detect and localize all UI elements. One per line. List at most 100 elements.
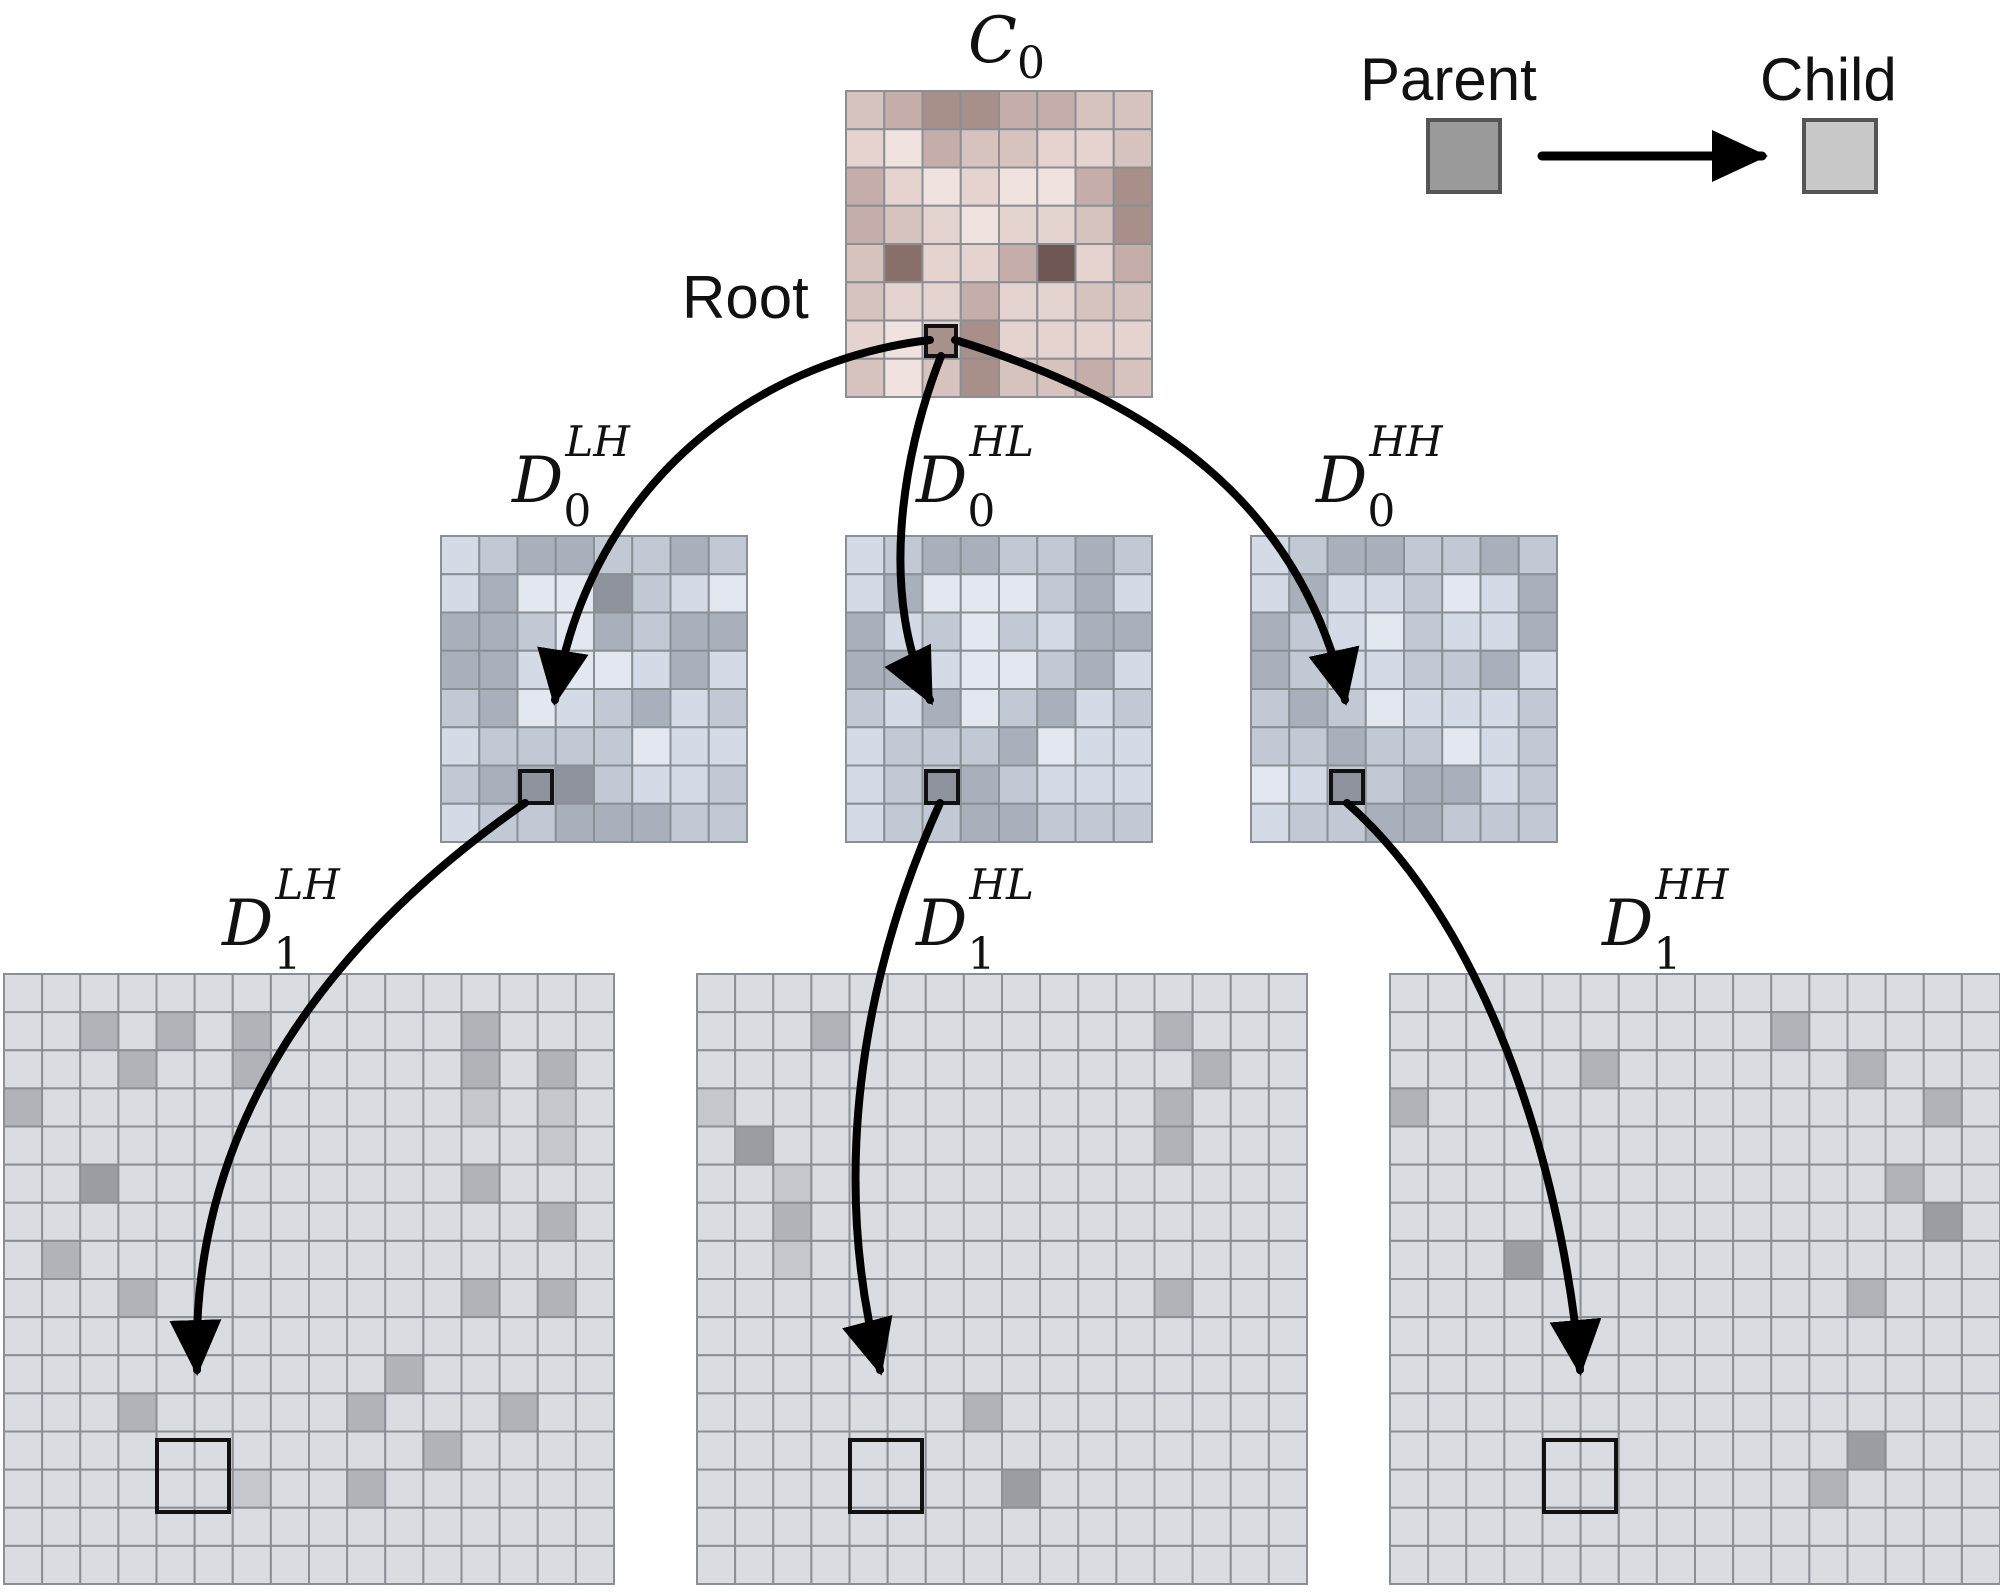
d1-hl-coefficient-cell xyxy=(696,973,737,1014)
d1-hl-coefficient-cell xyxy=(1001,1011,1042,1052)
d0-hl-coefficient-cell xyxy=(921,726,962,767)
d1-hl-coefficient-cell xyxy=(772,1087,813,1128)
d1-hl-coefficient-cell xyxy=(1115,1125,1156,1166)
d1-hh-coefficient-cell xyxy=(1655,1239,1697,1281)
d1-hh-coefficient-cell xyxy=(1770,1354,1811,1395)
d1-hh-child-block xyxy=(1542,1438,1618,1514)
c0-coefficient-cell xyxy=(998,243,1039,284)
d1-hl-coefficient-cell xyxy=(810,1239,851,1281)
d1-hl-coefficient-cell xyxy=(924,1087,965,1128)
d1-lh-coefficient-cell xyxy=(231,1011,272,1052)
d1-lh-coefficient-cell xyxy=(384,1506,425,1547)
d1-hl-coefficient-cell xyxy=(886,1278,927,1319)
d0-hh-coefficient-cell xyxy=(1479,535,1520,576)
d1-hl-coefficient-cell xyxy=(886,1544,927,1586)
d1-hl-coefficient-cell xyxy=(734,1278,775,1319)
d1-hl-coefficient-cell xyxy=(1191,1011,1232,1052)
d1-hl-coefficient-cell xyxy=(886,1392,927,1433)
d1-hh-coefficient-cell xyxy=(1427,1087,1468,1128)
d1-hl-coefficient-cell xyxy=(924,1163,965,1204)
d0-hh-coefficient-cell xyxy=(1441,649,1482,690)
d1-hh-coefficient-cell xyxy=(1617,1430,1658,1471)
d1-lh-coefficient-cell xyxy=(3,1354,44,1395)
d1-lh-coefficient-cell xyxy=(155,1049,196,1090)
d1-hl-coefficient-cell xyxy=(1153,1544,1194,1586)
d1-lh-coefficient-cell xyxy=(574,1239,616,1281)
d1-hl-coefficient-cell xyxy=(1153,1125,1194,1166)
d1-lh-coefficient-cell xyxy=(460,1201,501,1242)
d1-lh-coefficient-cell xyxy=(117,1049,158,1090)
d0-hl-coefficient-cell xyxy=(921,611,962,652)
d1-hl-coefficient-cell xyxy=(1229,1392,1270,1433)
d1-lh-coefficient-cell xyxy=(346,1544,387,1586)
d1-hh-coefficient-cell xyxy=(1503,1201,1544,1242)
d1-hh-coefficient-cell xyxy=(1503,1163,1544,1204)
d1-hh-coefficient-cell xyxy=(1922,1087,1963,1128)
d1-lh-coefficient-cell xyxy=(269,1239,311,1281)
d1-hh-coefficient-cell xyxy=(1427,1544,1468,1586)
d0-hl-coefficient-cell xyxy=(845,611,886,652)
d1-lh-coefficient-cell xyxy=(498,1506,539,1547)
d1-hl-coefficient-cell xyxy=(1077,1163,1118,1204)
d1-hh-coefficient-cell xyxy=(1884,1316,1925,1357)
d1-hl-coefficient-cell xyxy=(962,1087,1004,1128)
d1-hl-coefficient-cell xyxy=(1153,1316,1194,1357)
d1-hh-coefficient-cell xyxy=(1846,973,1887,1014)
d1-lh-coefficient-cell xyxy=(79,1201,120,1242)
d1-hh-coefficient-cell xyxy=(1694,1354,1735,1395)
d1-hl-coefficient-cell xyxy=(1267,1544,1309,1586)
d1-hl-coefficient-cell xyxy=(810,1201,851,1242)
d0-lh-coefficient-cell xyxy=(593,726,634,767)
d1-hh-coefficient-cell xyxy=(1427,1506,1468,1547)
d1-hh-coefficient-cell xyxy=(1770,1468,1811,1509)
d1-hh-coefficient-cell xyxy=(1579,1087,1620,1128)
label-d0-lh: D0LH xyxy=(511,417,631,537)
d1-lh-coefficient-cell xyxy=(384,1049,425,1090)
c0-coefficient-cell xyxy=(1036,204,1077,245)
d1-hl-coefficient-cell xyxy=(1001,973,1042,1014)
d1-hh-coefficient-cell xyxy=(1541,1544,1582,1586)
d1-hh-coefficient-cell xyxy=(1655,1468,1697,1509)
d1-hh-coefficient-cell xyxy=(1503,973,1544,1014)
d1-lh-coefficient-cell xyxy=(384,1392,425,1433)
d1-lh-coefficient-cell xyxy=(574,1049,616,1090)
d1-lh-coefficient-cell xyxy=(422,1163,463,1204)
d0-hh-coefficient-cell xyxy=(1479,802,1520,843)
d1-lh-coefficient-cell xyxy=(231,1278,272,1319)
d1-lh-coefficient-cell xyxy=(384,1087,425,1128)
d0-lh-coefficient-cell xyxy=(478,726,519,767)
d1-hl-coefficient-cell xyxy=(734,1354,775,1395)
d1-hl-coefficient-cell xyxy=(772,1316,813,1357)
label-d1-lh: D1LH xyxy=(221,860,341,980)
d0-hh-coefficient-cell xyxy=(1288,802,1329,843)
d1-hl-coefficient-cell xyxy=(1039,1392,1080,1433)
d1-hl-coefficient-cell xyxy=(886,1354,927,1395)
c0-coefficient-cell xyxy=(998,90,1039,131)
d1-hl-coefficient-cell xyxy=(1077,1201,1118,1242)
d1-hh-coefficient-cell xyxy=(1389,1163,1430,1204)
label-d0-hh: D0HH xyxy=(1315,417,1444,537)
d1-hh-coefficient-cell xyxy=(1465,1544,1506,1586)
d1-lh-coefficient-cell xyxy=(3,1278,44,1319)
d1-lh-coefficient-cell xyxy=(231,1354,272,1395)
d1-hl-coefficient-cell xyxy=(1267,1278,1309,1319)
d1-hh-coefficient-cell xyxy=(1389,973,1430,1014)
d1-lh-coefficient-cell xyxy=(117,1163,158,1204)
d1-hl-coefficient-cell xyxy=(1153,1163,1194,1204)
d1-hh-coefficient-cell xyxy=(1960,1201,2000,1242)
d1-hh-coefficient-cell xyxy=(1579,1430,1620,1471)
d1-hh-coefficient-cell xyxy=(1732,1049,1773,1090)
d1-hl-coefficient-cell xyxy=(734,1125,775,1166)
d1-lh-coefficient-cell xyxy=(422,973,463,1014)
d1-hh-coefficient-cell xyxy=(1617,1278,1658,1319)
d1-lh-coefficient-cell xyxy=(498,1430,539,1471)
d1-hl-coefficient-cell xyxy=(810,1544,851,1586)
d0-hh-coefficient-cell xyxy=(1517,688,1558,729)
d1-hl-coefficient-cell xyxy=(962,973,1004,1014)
d1-hl-coefficient-cell xyxy=(810,1468,851,1509)
d1-hh-coefficient-cell xyxy=(1579,1049,1620,1090)
d1-hl-coefficient-cell xyxy=(1267,1087,1309,1128)
d1-lh-coefficient-cell xyxy=(346,1392,387,1433)
d0-hl-coefficient-cell xyxy=(998,535,1039,576)
d1-lh-coefficient-cell xyxy=(460,1125,501,1166)
